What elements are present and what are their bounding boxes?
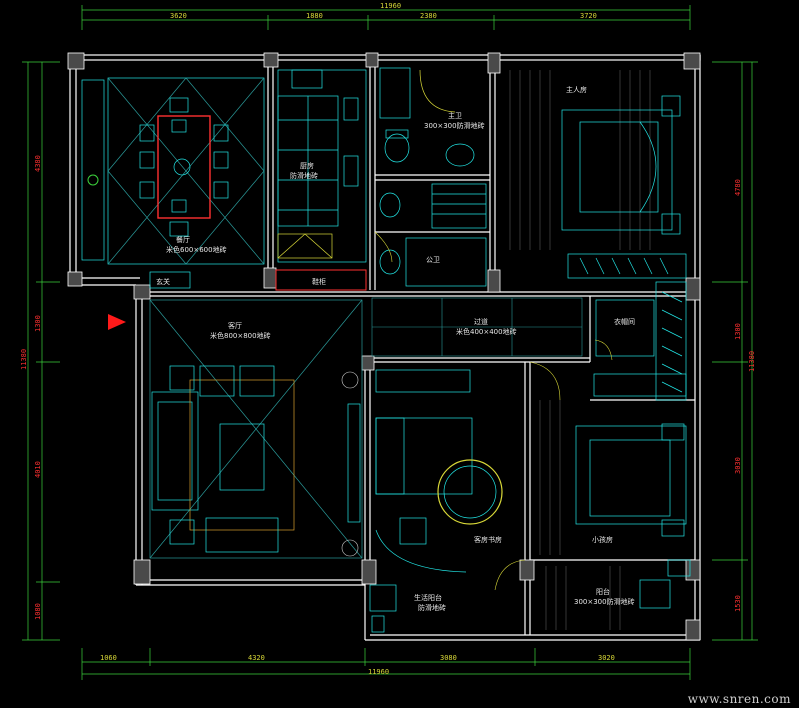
balconies: [369, 559, 691, 633]
bottom-dim-1: 1060: [100, 654, 117, 662]
bottom-dim-3: 3080: [440, 654, 457, 662]
door-swings: [374, 231, 613, 591]
kids-label: 小孩房: [592, 535, 613, 544]
bath-guest-label: 公卫: [426, 256, 440, 264]
dining-area: [81, 77, 265, 265]
right-dim-3: 3030: [734, 457, 742, 474]
bathrooms: [379, 67, 487, 287]
balcony-main-label: 阳台: [596, 587, 610, 596]
left-total-dim: 11380: [20, 349, 28, 370]
living-tile: 米色800×800地砖: [210, 331, 271, 340]
shoe-label: 鞋柜: [312, 277, 326, 286]
living-room: [149, 299, 363, 559]
left-dim-3: 4010: [34, 461, 42, 478]
entry-cabinet: [149, 271, 191, 289]
kitchen-area: [277, 69, 367, 263]
corridor-tile: 米色400×400地砖: [456, 327, 517, 336]
kids-room: [539, 400, 687, 555]
bottom-dimension-chain: [81, 648, 691, 680]
corridor-label: 过道: [474, 317, 488, 326]
dining-label: 餐厅: [176, 235, 190, 244]
right-dimension-chain: [712, 61, 758, 641]
guest-study-label: 客房书房: [474, 535, 502, 544]
kitchen-label: 厨房: [300, 161, 314, 170]
cloakroom: [593, 281, 687, 401]
entrance-arrow-icon: [108, 314, 126, 330]
top-total-dim: 11960: [380, 2, 401, 10]
bottom-dim-2: 4320: [248, 654, 265, 662]
bath-main-tile: 300×300防滑地砖: [424, 121, 485, 130]
watermark: www.snren.com: [687, 692, 791, 706]
shoe-cabinet: [275, 269, 367, 291]
kitchen-tile: 防滑地砖: [290, 171, 318, 180]
cloakroom-label: 衣帽间: [614, 317, 635, 326]
master-bedroom: [509, 70, 687, 279]
walls: [69, 54, 701, 641]
top-dim-1: 3620: [170, 12, 187, 20]
master-bed-label: 主人房: [566, 85, 587, 94]
left-dimension-chain: [22, 61, 60, 641]
corridor: [371, 297, 583, 357]
plant-icons: [341, 371, 359, 557]
top-dim-2: 1880: [306, 12, 323, 20]
right-dim-2: 1300: [734, 323, 742, 340]
balcony-main-tile: 300×300防滑地砖: [574, 597, 635, 606]
balcony-service-tile: 防滑地砖: [418, 603, 446, 612]
structural-columns: [67, 52, 701, 641]
top-dim-3: 2380: [420, 12, 437, 20]
right-total-dim: 11380: [748, 351, 756, 372]
dining-tile: 米色600×600地砖: [166, 245, 227, 254]
right-dim-4: 1530: [734, 595, 742, 612]
bottom-total-dim: 11960: [368, 668, 389, 676]
guest-study-room: [375, 369, 503, 573]
left-dim-4: 1080: [34, 603, 42, 620]
top-dimension-chain: [81, 5, 691, 30]
left-dim-2: 1300: [34, 315, 42, 332]
top-dim-4: 3720: [580, 12, 597, 20]
bath-main-label: 主卫: [448, 111, 462, 120]
living-label: 客厅: [228, 321, 242, 330]
plant-icon: [87, 174, 99, 186]
bottom-dim-4: 3020: [598, 654, 615, 662]
entry-label: 玄关: [156, 277, 170, 286]
balcony-service-label: 生活阳台: [414, 593, 442, 602]
left-dim-1: 4380: [34, 155, 42, 172]
right-dim-1: 4780: [734, 179, 742, 196]
